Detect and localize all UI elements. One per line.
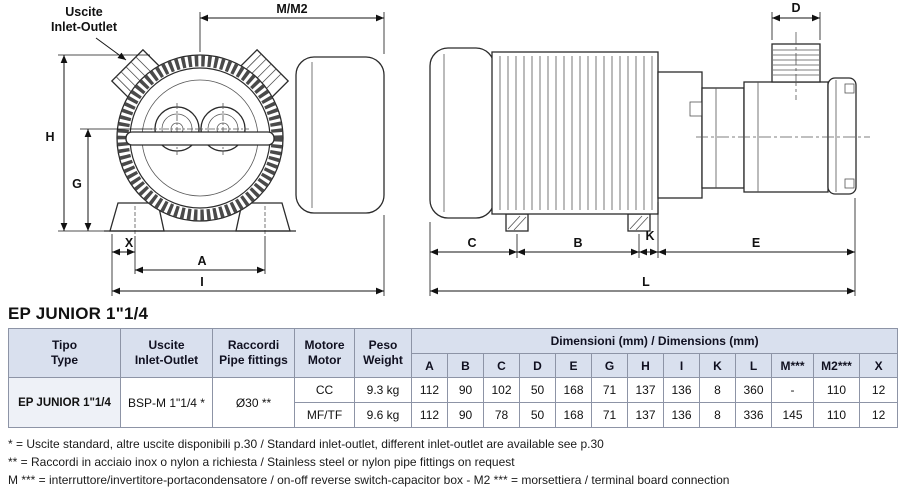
col-header-uscite: Uscite Inlet-Outlet bbox=[120, 328, 213, 378]
cell-dim: 112 bbox=[411, 377, 448, 403]
cell-dim: 145 bbox=[771, 402, 814, 428]
col-header-tipo: Tipo Type bbox=[8, 328, 121, 378]
table-row-cc: EP JUNIOR 1"1/4 BSP-M 1"1/4 * Ø30 ** CC … bbox=[8, 377, 899, 428]
dim-label-i: I bbox=[200, 275, 203, 289]
dim-C: C bbox=[429, 222, 518, 296]
uscite-label-line2: Inlet-Outlet bbox=[51, 20, 118, 34]
dim-L: L bbox=[430, 275, 855, 295]
col-header-motore: Motore Motor bbox=[294, 328, 355, 378]
table-row-mftf: MF/TF 9.6 kg 112 90 78 50 168 71 137 136… bbox=[9, 402, 899, 428]
col-header-raccordi: Raccordi Pipe fittings bbox=[212, 328, 295, 378]
dim-col-m2: M2*** bbox=[813, 353, 860, 378]
cell-dim: 90 bbox=[447, 377, 484, 403]
cell-dim: 112 bbox=[411, 402, 448, 428]
clamp-bar bbox=[125, 131, 275, 146]
cell-tipo: EP JUNIOR 1"1/4 bbox=[8, 377, 121, 428]
pump-front-view bbox=[104, 48, 385, 236]
uscite-label-line1: Uscite bbox=[65, 5, 103, 19]
footnote-2: ** = Raccordi in acciaio inox o nylon a … bbox=[8, 455, 515, 469]
dim-col-x: X bbox=[858, 353, 899, 378]
dim-I: I bbox=[112, 215, 385, 296]
dim-label-l: L bbox=[642, 275, 650, 289]
dim-col-l: L bbox=[735, 353, 772, 378]
cell-dim: 71 bbox=[591, 402, 628, 428]
cell-uscite: BSP-M 1"1/4 * bbox=[120, 377, 213, 428]
dim-uscite: Uscite Inlet-Outlet bbox=[51, 5, 127, 61]
dim-label-mm2: M/M2 bbox=[276, 2, 307, 16]
dim-M-M2: M/M2 bbox=[199, 2, 385, 54]
dim-col-m: M*** bbox=[771, 353, 814, 378]
col-header-dimensions: Dimensioni (mm) / Dimensions (mm) bbox=[410, 328, 899, 354]
dim-H: H bbox=[45, 54, 150, 232]
dim-label-c: C bbox=[467, 236, 476, 250]
cell-dim: 50 bbox=[519, 377, 556, 403]
dim-B: B bbox=[517, 234, 640, 258]
dim-G: G bbox=[72, 128, 152, 231]
adapter-bracket bbox=[657, 71, 703, 199]
cell-dim: - bbox=[771, 377, 814, 403]
cell-dim: 12 bbox=[858, 402, 899, 428]
dim-D: D bbox=[771, 1, 821, 40]
cell-dim: 8 bbox=[699, 377, 736, 403]
dim-col-a: A bbox=[411, 353, 448, 378]
dim-label-b: B bbox=[573, 236, 582, 250]
pump-side-view bbox=[429, 32, 870, 232]
cell-dim: 360 bbox=[735, 377, 772, 403]
dim-col-g: G bbox=[591, 353, 628, 378]
cell-dim: 336 bbox=[735, 402, 772, 428]
page-title: EP JUNIOR 1"1/4 bbox=[8, 304, 149, 323]
shaft-housing bbox=[701, 87, 745, 189]
motor-end-cover bbox=[429, 47, 495, 219]
technical-drawing: Uscite Inlet-Outlet M/M2 H G X A I bbox=[45, 1, 870, 296]
cell-dim: 137 bbox=[627, 377, 664, 403]
dim-col-k: K bbox=[699, 353, 736, 378]
dim-label-g: G bbox=[72, 177, 82, 191]
cell-dim: 71 bbox=[591, 377, 628, 403]
dim-X: X bbox=[111, 234, 136, 296]
specs-table: Tipo Type Uscite Inlet-Outlet Raccordi P… bbox=[8, 328, 899, 428]
dim-A: A bbox=[135, 236, 266, 274]
cell-dim: 50 bbox=[519, 402, 556, 428]
dim-col-i: I bbox=[663, 353, 700, 378]
side-left-foot bbox=[505, 213, 529, 232]
dim-label-x: X bbox=[125, 236, 134, 250]
cell-motore: CC bbox=[294, 377, 355, 403]
cell-dim: 78 bbox=[483, 402, 520, 428]
dim-label-h: H bbox=[45, 130, 54, 144]
dim-col-d: D bbox=[519, 353, 556, 378]
dim-col-h: H bbox=[627, 353, 664, 378]
cell-dim: 90 bbox=[447, 402, 484, 428]
pump-ports bbox=[125, 103, 275, 155]
dim-label-k: K bbox=[645, 229, 654, 243]
cell-dim: 168 bbox=[555, 377, 592, 403]
dim-col-c: C bbox=[483, 353, 520, 378]
cell-raccordi: Ø30 ** bbox=[212, 377, 295, 428]
cell-dim: 168 bbox=[555, 402, 592, 428]
cell-dim: 8 bbox=[699, 402, 736, 428]
cell-peso: 9.3 kg bbox=[354, 377, 412, 403]
dim-label-e: E bbox=[752, 236, 760, 250]
end-flange bbox=[827, 77, 857, 195]
cell-dim: 137 bbox=[627, 402, 664, 428]
footnotes: * = Uscite standard, altre uscite dispon… bbox=[8, 435, 905, 489]
dim-E: E bbox=[658, 198, 856, 296]
cell-dim: 102 bbox=[483, 377, 520, 403]
capacitor-box bbox=[295, 56, 385, 214]
footnote-3: M *** = interruttore/invertitore-portaco… bbox=[8, 473, 730, 487]
cell-dim: 12 bbox=[858, 377, 899, 403]
footnote-1: * = Uscite standard, altre uscite dispon… bbox=[8, 437, 604, 451]
cell-dim: 110 bbox=[813, 402, 860, 428]
cell-dim: 136 bbox=[663, 402, 700, 428]
cell-peso: 9.6 kg bbox=[354, 402, 412, 428]
col-header-peso: Peso Weight bbox=[354, 328, 412, 378]
motor-body bbox=[491, 51, 659, 215]
cell-dim: 110 bbox=[813, 377, 860, 403]
dim-col-b: B bbox=[447, 353, 484, 378]
cell-motore: MF/TF bbox=[294, 402, 355, 428]
dim-col-e: E bbox=[555, 353, 592, 378]
dim-label-a: A bbox=[197, 254, 206, 268]
cell-dim: 136 bbox=[663, 377, 700, 403]
dim-label-d: D bbox=[791, 1, 800, 15]
